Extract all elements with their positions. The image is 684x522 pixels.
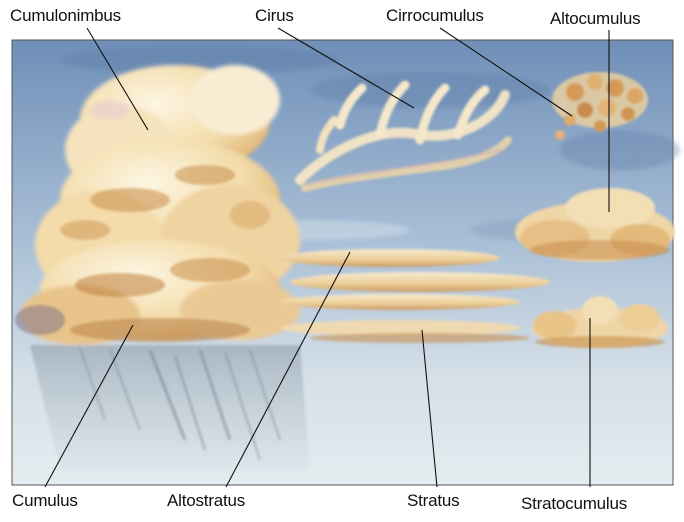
label-altocumulus: Altocumulus	[550, 9, 640, 29]
label-cumulonimbus: Cumulonimbus	[10, 6, 121, 26]
label-altostratus: Altostratus	[167, 491, 245, 511]
label-stratus: Stratus	[407, 491, 459, 511]
label-cumulus: Cumulus	[12, 491, 78, 511]
label-cirus: Cirus	[255, 6, 294, 26]
stratus-layer	[280, 320, 530, 343]
label-stratocumulus: Stratocumulus	[521, 494, 627, 514]
label-cirrocumulus: Cirrocumulus	[386, 6, 484, 26]
